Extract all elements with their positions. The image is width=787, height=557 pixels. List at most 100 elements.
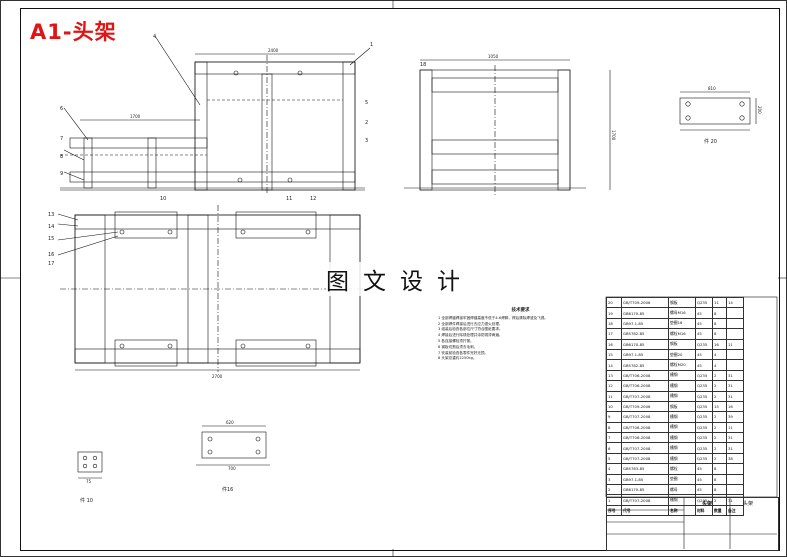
- bom-cell: GB97.1-85: [621, 348, 669, 361]
- bom-cell: 11: [712, 296, 727, 309]
- balloon-15: 15: [48, 236, 54, 242]
- inner-frame: [20, 8, 780, 551]
- bom-cell: 2: [712, 411, 727, 423]
- title-block: 头架 头架: [606, 497, 779, 551]
- note-line: 7 安装前检查各零件完好无损。: [438, 350, 489, 355]
- bom-cell: GB5783-85: [621, 463, 669, 475]
- balloon-labels: 1 2 3 4 5 6 7 8 9 10 11 12 13 14 15 16 1…: [48, 34, 426, 267]
- bom-cell: GB/T707-2008: [621, 442, 669, 454]
- bom-cell: 槽钢: [668, 390, 696, 402]
- bom-cell: 11: [726, 338, 744, 350]
- bom-cell: [726, 359, 744, 371]
- bom-cell: 螺母M16: [668, 307, 696, 319]
- technical-notes: 技术要求 1 全部焊缝焊接牢固焊缝高度不低于4-6焊脚，焊后清除焊渣及飞溅。 2…: [438, 308, 603, 362]
- bom-cell: 8: [712, 317, 727, 330]
- note-line: 6 钢板切割后须去毛刺。: [438, 344, 478, 349]
- note-line: 4 焊接后进行除锈处理并涂防锈漆两遍。: [438, 333, 503, 338]
- bom-cell: 3: [606, 473, 622, 486]
- balloon-16: 16: [48, 252, 54, 258]
- bom-cell: 8: [712, 307, 727, 319]
- bom-cell: 螺母: [668, 484, 696, 496]
- bom-cell: Q235: [695, 380, 713, 392]
- bom-cell: 11: [606, 390, 622, 402]
- bom-cell: 13: [606, 369, 622, 382]
- dim-plan-width: 2700: [212, 374, 223, 379]
- note-line: 1 全部焊缝焊接牢固焊缝高度不低于4-6焊脚，焊后清除焊渣及飞溅。: [438, 315, 548, 320]
- bom-cell: GB97.1-85: [621, 473, 669, 486]
- bom-cell: 垫圈16: [668, 317, 696, 330]
- balloon-4: 4: [153, 34, 156, 40]
- bom-cell: 5: [606, 452, 622, 465]
- part16-view: [196, 425, 270, 466]
- bom-cell: 16: [726, 400, 744, 413]
- front-view: [60, 35, 371, 195]
- bom-cell: 16: [606, 338, 622, 350]
- bom-cell: 15: [606, 348, 622, 361]
- bom-cell: Q235: [695, 296, 713, 309]
- bom-cell: GB/T707-2008: [621, 452, 669, 465]
- dim-side-height: 1700: [611, 130, 616, 141]
- bom-cell: 2: [712, 421, 727, 434]
- bom-cell: 17: [606, 328, 622, 340]
- balloon-7: 7: [60, 136, 63, 142]
- bom-cell: 10: [606, 400, 622, 413]
- bom-cell: 2: [606, 484, 622, 496]
- balloon-5: 5: [365, 100, 368, 106]
- balloon-3: 3: [365, 138, 368, 144]
- bom-cell: 螺栓M16: [668, 328, 696, 340]
- bom-cell: 20: [606, 296, 622, 309]
- bom-cell: 14: [726, 296, 744, 309]
- bom-cell: 45: [695, 328, 713, 340]
- balloon-17: 17: [48, 261, 54, 267]
- bom-cell: 2: [712, 442, 727, 454]
- title-part-name: 头架: [702, 501, 713, 507]
- bom-cell: GB/T706-2008: [621, 432, 669, 444]
- note-line: 3 组装后检查各部位尺寸符合图纸要求。: [438, 327, 503, 332]
- bom-cell: 45: [695, 484, 713, 496]
- bom-cell: 螺栓: [668, 463, 696, 475]
- watermark-text: 图文设计: [326, 262, 474, 296]
- balloon-9: 9: [60, 171, 63, 177]
- dim-part20-height: 200: [757, 106, 762, 114]
- title-drawing-no: 头架: [743, 501, 754, 507]
- bom-header-row: 序号代号名称材料数量备注: [606, 504, 744, 517]
- bom-cell: 8: [712, 328, 727, 340]
- part10-view: [77, 451, 103, 479]
- bom-cell: 6: [606, 442, 622, 454]
- note-line: 5 各连接螺栓须拧紧。: [438, 338, 474, 343]
- balloon-8: 8: [60, 154, 63, 160]
- dim-part10: 75: [86, 479, 92, 484]
- bom-cell: Q235: [695, 452, 713, 465]
- bom-cell: 31: [726, 432, 744, 444]
- dim-main-left: 1700: [130, 114, 141, 119]
- bom-cell: 14: [606, 359, 622, 371]
- caption-part10: 件 10: [80, 498, 93, 504]
- bom-cell: 8: [712, 484, 727, 496]
- bom-cell: 8: [606, 421, 622, 434]
- notes-title: 技术要求: [511, 308, 530, 313]
- bom-cell: 31: [726, 369, 744, 382]
- bom-cell: [726, 463, 744, 475]
- bom-cell: 钢板: [668, 296, 696, 309]
- bom-cell: 38: [726, 452, 744, 465]
- balloon-6: 6: [60, 106, 63, 112]
- bom-cell: 槽钢: [668, 421, 696, 434]
- bom-cell: 垫圈20: [668, 348, 696, 361]
- bom-cell: 31: [726, 390, 744, 402]
- bom-cell: Q235: [695, 442, 713, 454]
- bom-cell: GB/T709-2006: [621, 400, 669, 413]
- bom-cell: 31: [726, 380, 744, 392]
- bom-cell: Q235: [695, 400, 713, 413]
- side-view: [404, 59, 611, 195]
- bom-cell: [726, 328, 744, 340]
- bom-cell: [726, 473, 744, 486]
